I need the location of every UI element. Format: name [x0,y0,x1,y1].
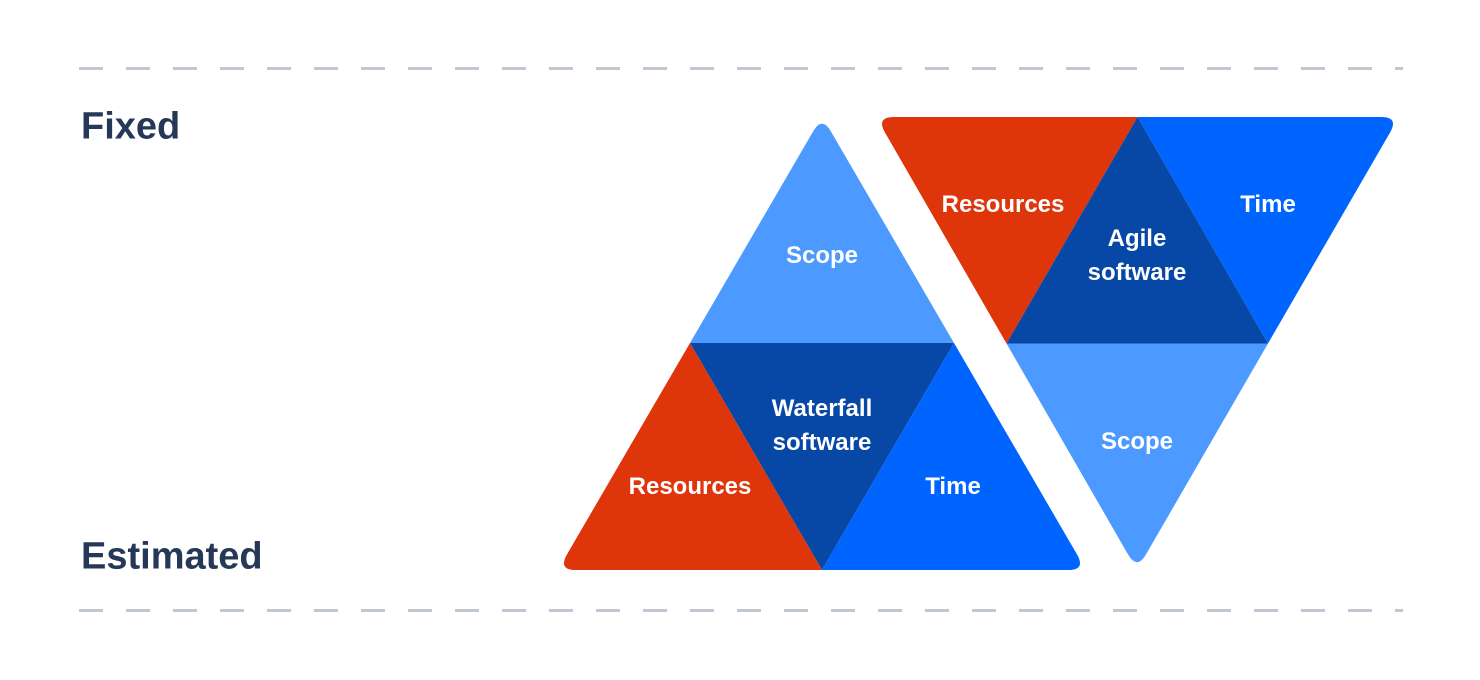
waterfall-scope-label: Scope [785,242,859,269]
agile-time-region [1137,117,1393,344]
agile-time-label: Time [1240,191,1296,218]
waterfall-resources-label: Resources [628,473,752,500]
fixed-dashed-line [79,67,1403,70]
agile-scope-region [1006,343,1268,563]
fixed-label: Fixed [81,105,181,148]
agile-title-line2: software [1087,259,1187,286]
waterfall-title-line2: software [772,429,872,456]
agile-title-line1: Agile [1107,225,1167,252]
estimated-dashed-line [79,609,1403,612]
agile-scope-label: Scope [1100,428,1174,455]
waterfall-scope-region [690,123,954,343]
waterfall-resources-region [564,343,822,570]
agile-title: Agile software [1088,222,1187,290]
agile-center-region [1006,117,1268,344]
agile-resources-region [882,117,1138,344]
waterfall-title-line1: Waterfall [771,395,873,422]
waterfall-time-region [822,343,1080,570]
waterfall-time-label: Time [925,473,981,500]
waterfall-center-region [690,343,954,570]
waterfall-title: Waterfall software [772,392,872,460]
agile-resources-label: Resources [941,191,1065,218]
estimated-label: Estimated [81,535,263,578]
